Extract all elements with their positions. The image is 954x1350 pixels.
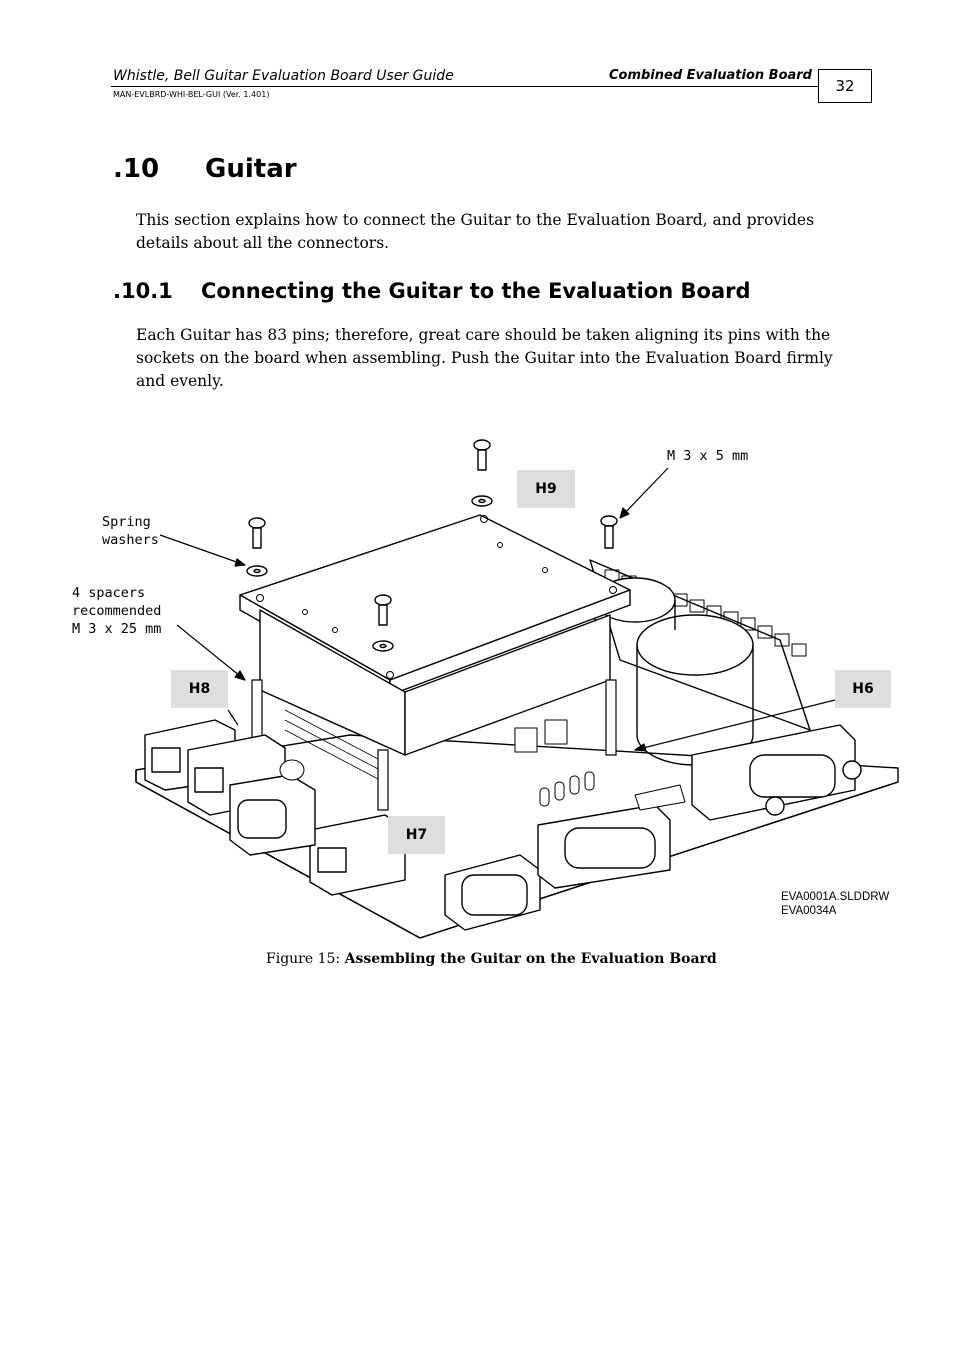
figure-caption: Figure 15: Assembling the Guitar on the … [266,951,717,967]
hole-label-h7: H7 [388,816,445,854]
spacers-label: 4 spacers recommended M 3 x 25 mm [72,584,161,638]
subsection-heading: .10.1 Connecting the Guitar to the Evalua… [113,279,751,303]
caption-title: Assembling the Guitar on the Evaluation … [344,951,717,967]
washers-label: Spring washers [102,513,159,549]
hole-label-h6: H6 [835,670,891,708]
header-rule [111,86,819,87]
washers-label-line2: washers [102,532,159,548]
hole-label-h8: H8 [171,670,228,708]
caption-prefix: Figure 15: [266,951,341,967]
spacers [251,679,617,811]
subsection-title: Connecting the Guitar to the Evaluation … [201,279,751,303]
section-heading: .10 Guitar [113,154,297,184]
subsection-body: Each Guitar has 83 pins; therefore, grea… [136,326,833,390]
header-title: Whistle, Bell Guitar Evaluation Board Us… [113,68,454,84]
spacers-label-line3: M 3 x 25 mm [72,621,162,637]
hole-label-h9: H9 [517,470,575,508]
header-doc-id: MAN-EVLBRD-WHI-BEL-GUI (Ver. 1.401) [113,90,270,99]
header-section: Combined Evaluation Board [608,68,812,83]
drawing-reference: EVA0001A.SLDDRW EVA0034A [781,890,889,918]
guitar-module [239,514,631,781]
section-intro: This section explains how to connect the… [136,211,815,252]
spacers-label-line1: 4 spacers [72,585,146,601]
dsub-connectors [229,724,862,931]
section-title: Guitar [205,154,297,184]
small-components [279,719,686,811]
leader-lines [159,467,836,752]
drawing-ref-2: EVA0034A [781,905,837,917]
assembly-figure: M 3 x 5 mm Spring washers 4 spacers reco… [60,430,900,940]
subsection-number: .10.1 [113,279,173,303]
screws [246,439,618,652]
drawing-ref-1: EVA0001A.SLDDRW [781,891,890,903]
page-number: 32 [818,69,872,103]
screw-label: M 3 x 5 mm [667,448,749,464]
washers-label-line1: Spring [102,514,151,530]
section-number: .10 [113,154,160,184]
spacers-label-line2: recommended [72,603,162,619]
assembly-drawing [135,439,899,939]
